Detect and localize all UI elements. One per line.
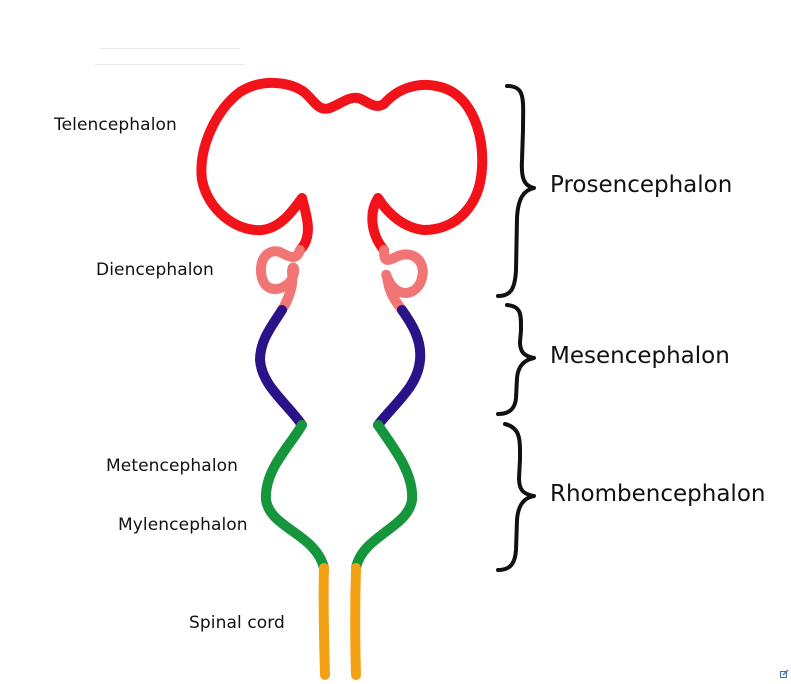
rhombencephalon-left-wall: [260, 420, 329, 573]
mesencephalon-right-wall: [373, 305, 426, 430]
label-spinal-cord: Spinal cord: [189, 613, 285, 633]
diencephalon-left-loop: [256, 245, 305, 315]
faint-artifact-line: [100, 48, 240, 49]
mesencephalon-brace: [496, 303, 536, 416]
mesencephalon-left-wall: [255, 305, 307, 430]
rhombencephalon-brace: [496, 422, 536, 572]
telencephalon-outline: [196, 77, 488, 255]
faint-artifact-line: [95, 64, 245, 65]
label-mesencephalon: Mesencephalon: [550, 343, 730, 369]
label-rhombencephalon: Rhombencephalon: [550, 481, 766, 507]
spinal-cord-left-wall: [318, 563, 330, 680]
label-prosencephalon: Prosencephalon: [550, 172, 733, 198]
diencephalon-right-loop: [379, 245, 428, 315]
label-telencephalon: Telencephalon: [54, 115, 177, 135]
prosencephalon-brace: [496, 84, 536, 298]
edit-icon[interactable]: [780, 669, 789, 678]
label-metencephalon: Metencephalon: [106, 456, 239, 476]
spinal-cord-right-wall: [350, 563, 361, 680]
label-mylencephalon: Mylencephalon: [118, 515, 248, 535]
label-diencephalon: Diencephalon: [96, 260, 214, 280]
rhombencephalon-right-wall: [351, 420, 418, 573]
